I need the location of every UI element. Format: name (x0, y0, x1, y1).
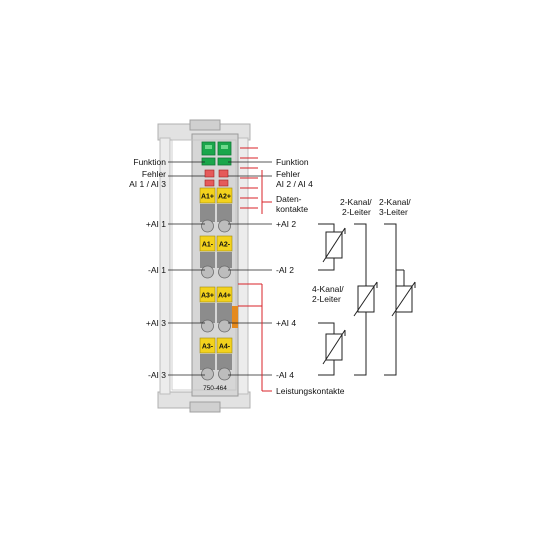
terminal-lever-icon (201, 265, 214, 279)
label-2ch-3w-2: 3-Leiter (379, 207, 408, 217)
terminal-a4m: A4- (219, 344, 231, 351)
label-fehler-left-1: Fehler (142, 169, 166, 179)
terminal-a2m: A2- (219, 242, 231, 249)
label-4ch-2: 2-Leiter (312, 294, 341, 304)
terminal-block-4: A3- A4- (199, 337, 233, 381)
label-minus-ai4: -AI 4 (276, 370, 294, 380)
label-fehler-right-1: Fehler (276, 169, 300, 179)
led-indicator-icon (218, 169, 229, 178)
terminal-a3p: A3+ (201, 293, 214, 300)
terminal-lever-icon (218, 367, 231, 381)
label-4ch-1: 4-Kanal/ (312, 284, 344, 294)
terminal-lever-icon (201, 219, 214, 233)
led-indicator-icon (217, 157, 232, 166)
terminal-a3m: A3- (202, 344, 214, 351)
terminal-a1m: A1- (202, 242, 214, 249)
terminal-a4p: A4+ (218, 293, 231, 300)
label-fehler-right-2: AI 2 / AI 4 (276, 179, 313, 189)
label-daten-2: kontakte (276, 204, 308, 214)
label-2ch-2w-1: 2-Kanal/ (340, 197, 372, 207)
label-plus-ai2: +AI 2 (276, 219, 296, 229)
label-plus-ai4: +AI 4 (276, 318, 296, 328)
data-contact-lines (240, 147, 272, 214)
label-2ch-3w-1: 2-Kanal/ (379, 197, 411, 207)
led-indicator-icon (201, 157, 216, 166)
wiring-diagrams (318, 223, 416, 376)
right-leader-lines (228, 161, 272, 376)
terminal-block-2: A1- A2- (199, 235, 233, 279)
terminal-lever-icon (218, 319, 231, 333)
terminal-lever-icon (218, 219, 231, 233)
label-plus-ai1: +AI 1 (146, 219, 166, 229)
led-indicator-icon (204, 179, 215, 187)
terminal-lever-icon (201, 367, 214, 381)
module-part-number: 750-464 (203, 385, 227, 392)
label-minus-ai2: -AI 2 (276, 265, 294, 275)
terminal-block-1: A1+ A2+ (199, 187, 233, 233)
power-contact (232, 306, 238, 328)
terminal-a1p: A1+ (201, 194, 214, 201)
terminal-lever-icon (201, 319, 214, 333)
label-leistungskontakte: Leistungskontakte (276, 386, 345, 396)
terminal-a2p: A2+ (218, 194, 231, 201)
led-indicator-icon (204, 169, 215, 178)
io-module (157, 119, 251, 413)
label-2ch-2w-2: 2-Leiter (342, 207, 371, 217)
label-funktion-left: Funktion (133, 157, 166, 167)
led-indicators (201, 141, 232, 187)
label-minus-ai1: -AI 1 (148, 265, 166, 275)
power-contact-lines (238, 283, 272, 392)
label-plus-ai3: +AI 3 (146, 318, 166, 328)
terminal-lever-icon (218, 265, 231, 279)
label-funktion-right: Funktion (276, 157, 309, 167)
label-fehler-left-2: AI 1 / AI 3 (129, 179, 166, 189)
left-leader-lines (168, 161, 205, 376)
label-daten-1: Daten- (276, 194, 302, 204)
label-minus-ai3: -AI 3 (148, 370, 166, 380)
led-indicator-icon (218, 179, 229, 187)
